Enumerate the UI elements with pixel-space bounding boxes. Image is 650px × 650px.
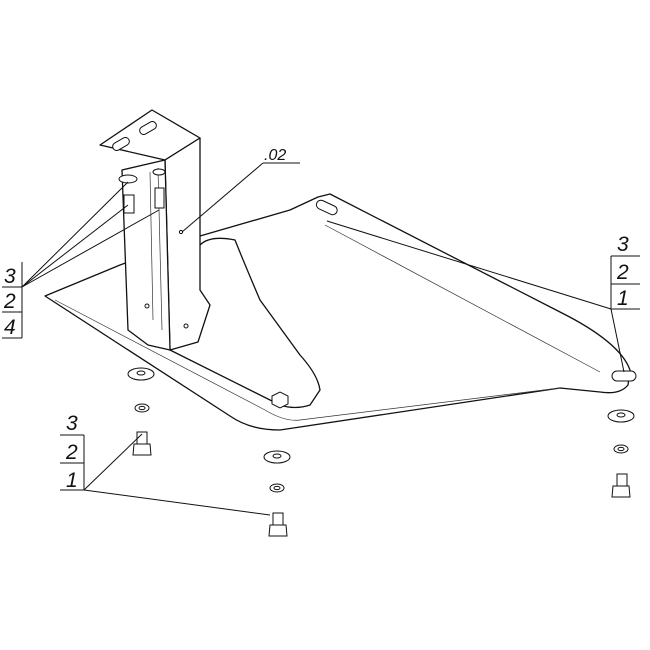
vertical-bracket <box>99 109 211 351</box>
fastener-stack-left <box>127 367 155 456</box>
callout-left-3: 3 <box>4 265 16 288</box>
fastener-stack-right <box>607 409 635 498</box>
callout-bottom-2: 2 <box>65 441 78 464</box>
callout-bottom: 3 2 1 <box>60 412 271 516</box>
callout-right: 3 2 1 <box>326 220 640 373</box>
fastener-stack-center <box>263 450 291 537</box>
callout-right-1: 1 <box>617 287 629 310</box>
callout-left-2: 2 <box>3 290 16 313</box>
callout-left-4: 4 <box>4 316 16 339</box>
callout-left: 3 2 4 <box>2 181 160 339</box>
part-number-text: .02 <box>264 147 286 164</box>
callout-right-2: 2 <box>616 261 629 284</box>
callout-bottom-3: 3 <box>66 412 78 435</box>
part-label-02: .02 <box>181 147 300 233</box>
callout-bottom-1: 1 <box>66 469 78 492</box>
callout-right-3: 3 <box>617 233 629 256</box>
